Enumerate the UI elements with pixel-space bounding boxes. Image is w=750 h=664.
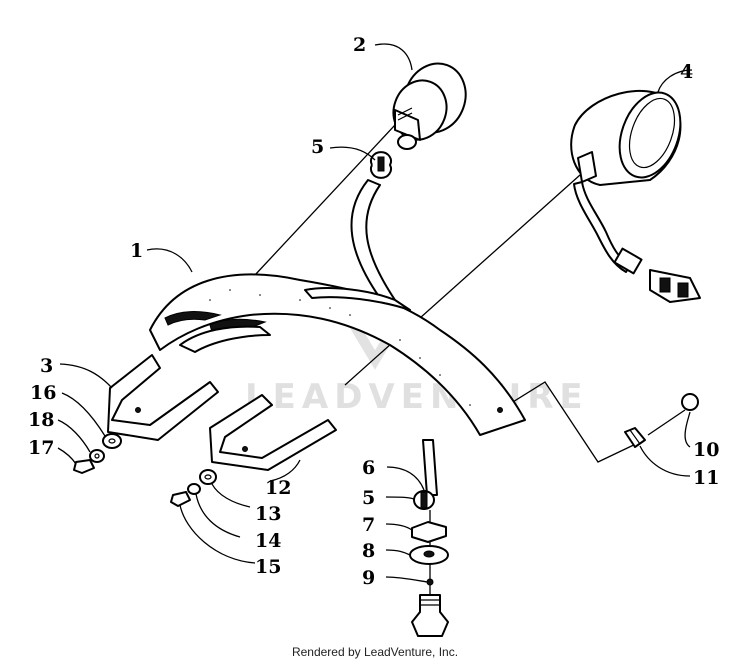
callout-7: 7 xyxy=(362,514,375,536)
callout-13: 13 xyxy=(255,503,281,525)
callout-4: 4 xyxy=(680,61,693,83)
callout-1: 1 xyxy=(130,240,143,262)
callout-2: 2 xyxy=(353,34,366,56)
hardware-right xyxy=(170,469,217,507)
callout-11: 11 xyxy=(693,467,719,489)
callout-16: 16 xyxy=(30,382,56,404)
center-hardware xyxy=(409,439,449,637)
callout-15: 15 xyxy=(255,556,281,578)
assembly-lines xyxy=(254,124,641,463)
callout-10: 10 xyxy=(693,439,719,461)
watermark-text: LEADVENTURE xyxy=(245,377,589,417)
callout-5-upper: 5 xyxy=(311,136,324,158)
gauge-cable xyxy=(350,179,396,301)
clip-upper xyxy=(370,151,392,179)
callout-3: 3 xyxy=(40,355,53,377)
callout-14: 14 xyxy=(255,530,281,552)
clamp-left xyxy=(107,354,219,441)
mounting-bracket xyxy=(149,273,526,436)
gauge-large xyxy=(570,89,701,303)
callout-6: 6 xyxy=(362,457,375,479)
hardware-left xyxy=(73,433,122,474)
callout-leaders xyxy=(57,43,693,583)
bulb-socket xyxy=(624,393,699,448)
callout-18: 18 xyxy=(28,409,54,431)
render-credit: Rendered by LeadVenture, Inc. xyxy=(291,645,459,659)
gauge-small xyxy=(392,62,467,150)
callout-12: 12 xyxy=(265,477,291,499)
callout-9: 9 xyxy=(362,567,375,589)
callout-17: 17 xyxy=(28,437,54,459)
callout-8: 8 xyxy=(362,540,375,562)
clamp-right xyxy=(209,394,337,471)
callout-numbers: 2 4 5 1 3 16 18 17 12 13 14 15 6 5 7 8 9… xyxy=(28,34,719,589)
callout-5-lower: 5 xyxy=(362,487,375,509)
